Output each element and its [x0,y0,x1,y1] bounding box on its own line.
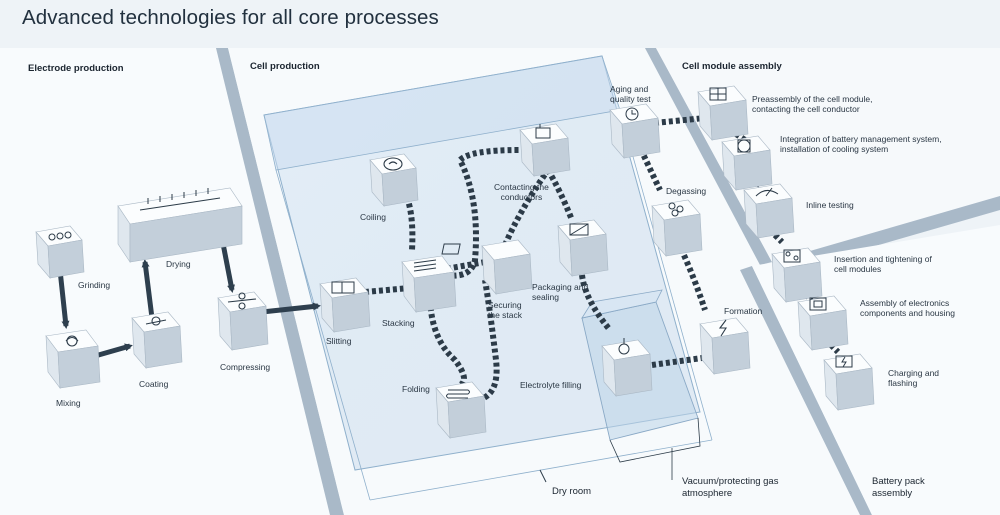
cube-charging[interactable] [823,353,875,411]
compressing-icon [227,292,257,310]
cube-securing[interactable] [441,239,533,295]
coiling-icon [383,157,403,171]
label-contacting: Contacting the conductors [494,182,549,202]
coating-icon [145,316,167,326]
label-dry-room: Dry room [552,486,592,497]
label-inline-testing: Inline testing [806,200,854,210]
electrode-platform [0,48,344,515]
label-aging: Aging and quality test [610,84,651,104]
modules-icon [783,249,801,263]
section-cell-module-assembly: Cell module assembly [682,61,782,72]
charging-icon [835,355,853,368]
section-cell-production: Cell production [250,61,320,72]
cube-electrolyte[interactable] [601,338,653,397]
stacking-icon [413,259,437,272]
contacting-icon [535,124,551,139]
grid-icon [709,87,727,101]
label-compressing: Compressing [220,362,271,372]
label-grinding: Grinding [78,280,111,290]
section-electrode-production: Electrode production [28,63,124,74]
label-mixing: Mixing [56,398,81,408]
page-title: Advanced technologies for all core proce… [22,6,439,29]
cube-contacting[interactable] [519,123,571,177]
lightning-icon [718,319,727,337]
cube-insertion[interactable] [771,247,823,303]
cube-grinding[interactable] [35,225,85,279]
section-battery-pack-assembly: Battery pack assembly [872,476,925,499]
gauge-icon [755,187,779,197]
electrode-arrows [57,227,321,359]
label-vacuum: Vacuum/protecting gas atmosphere [682,476,779,499]
cube-coating[interactable] [131,311,183,369]
label-charging: Charging and flashing [888,368,940,388]
cube-stacking[interactable] [401,255,457,313]
cube-formation[interactable] [699,317,751,375]
label-drying: Drying [166,259,191,269]
cube-degassing[interactable] [651,199,703,257]
label-securing: Securing the stack [488,300,523,320]
cube-inline[interactable] [743,183,795,239]
cube-drying[interactable] [117,187,243,263]
label-preassembly: Preassembly of the cell module, contacti… [752,94,873,114]
mixing-icon [65,335,79,347]
cube-packaging[interactable] [557,219,609,277]
cube-compressing[interactable] [217,291,269,351]
cube-preassembly[interactable] [697,85,749,141]
slitting-icon [331,281,355,294]
label-slitting: Slitting [326,336,352,346]
label-packaging: Packaging and sealing [532,282,589,302]
cube-folding[interactable] [435,381,487,439]
degassing-icon [668,202,684,217]
grinding-icon [48,231,72,241]
cube-slitting[interactable] [319,277,371,333]
housing-icon [809,297,827,311]
label-insertion: Insertion and tightening of cell modules [834,254,932,274]
label-electronics: Assembly of electronics components and h… [860,298,955,318]
cooling-icon [737,139,751,153]
clock-icon [625,107,639,121]
electrolyte-icon [618,338,630,355]
label-bms: Integration of battery management system… [780,134,942,154]
cube-coiling[interactable] [369,153,419,207]
cube-aging[interactable] [609,103,661,159]
label-stacking: Stacking [382,318,415,328]
label-coiling: Coiling [360,212,386,222]
cube-bms[interactable] [721,135,773,191]
label-degassing: Degassing [666,186,707,196]
label-folding: Folding [402,384,430,394]
cube-mixing[interactable] [45,329,101,389]
packaging-icon [569,223,589,236]
drying-icon [139,188,221,211]
folding-icon [446,389,470,399]
label-coating: Coating [139,379,169,389]
label-formation: Formation [724,306,763,316]
cube-electronics[interactable] [797,295,849,351]
label-electrolyte: Electrolyte filling [520,380,582,390]
securing-icon [441,243,461,255]
